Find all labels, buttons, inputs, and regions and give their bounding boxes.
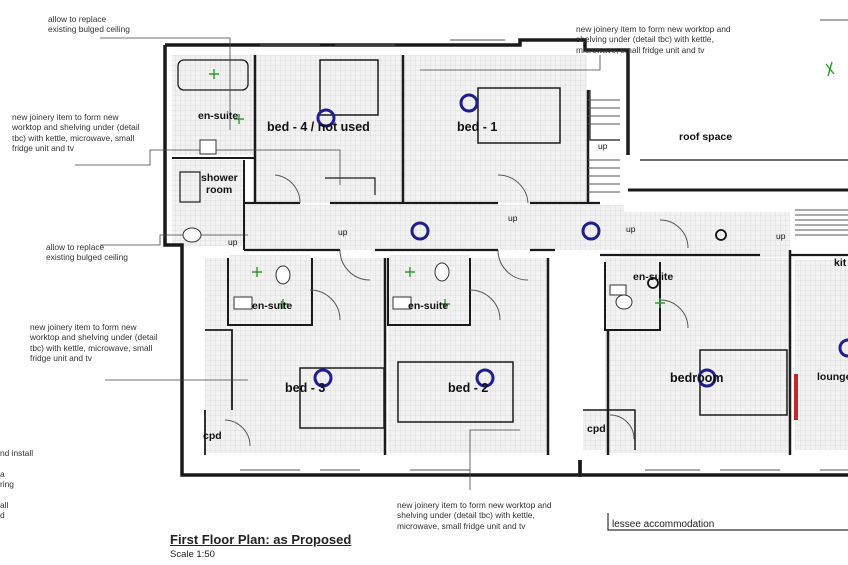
stair-label-up: up [228,237,238,247]
note-edge-fragment: nd install a ring all d [0,448,34,521]
room-label-bed-3: bed - 3 [285,381,326,395]
note-joinery-left-top: new joinery item to form new worktop and… [12,112,140,154]
drawing-title: First Floor Plan: as Proposed [170,532,352,547]
lessee-accommodation-label: lessee accommodation [612,519,715,530]
room-label-shower-line1: shower [201,172,238,184]
leader-lines [75,37,601,490]
room-label-ensuite-top: en-suite [198,110,239,122]
room-label-lounge: lounge [817,371,848,383]
openings [224,19,848,471]
note-joinery-left-bottom: new joinery item to form new worktop and… [30,322,158,364]
stair-label-up: up [338,227,348,237]
stair-label-up: up [626,224,636,234]
room-label-cpd-right: cpd [587,423,606,435]
stair-label-up: up [598,141,608,151]
room-label-bed-1: bed - 1 [457,120,498,134]
fixture-markers [209,61,835,309]
note-replace-ceiling-top: allow to replace existing bulged ceiling [48,14,130,35]
red-accent-mark [794,374,798,420]
sanitary-fittings [182,139,633,310]
drawing-scale: Scale 1:50 [170,549,215,560]
stair-label-up: up [776,231,786,241]
note-joinery-bottom: new joinery item to form new worktop and… [397,500,552,531]
room-label-ensuite-2: en-suite [408,300,449,312]
note-replace-ceiling-mid: allow to replace existing bulged ceiling [46,242,128,263]
room-label-roof-space: roof space [679,131,733,143]
room-label-shower-line2: room [206,184,233,196]
room-label-bed-4: bed - 4 / not used [267,120,370,134]
ceiling-light-markers [313,93,848,388]
room-label-ensuite-3: en-suite [252,300,293,312]
room-label-bedroom: bedroom [670,371,724,385]
room-label-bed-2: bed - 2 [448,381,489,395]
room-label-kitchen: kit [834,257,847,269]
stair-label-up: up [508,213,518,223]
room-label-cpd-left: cpd [203,430,222,442]
note-joinery-top-right: new joinery item to form new worktop and… [576,24,731,55]
room-label-ensuite-right: en-suite [633,271,674,283]
